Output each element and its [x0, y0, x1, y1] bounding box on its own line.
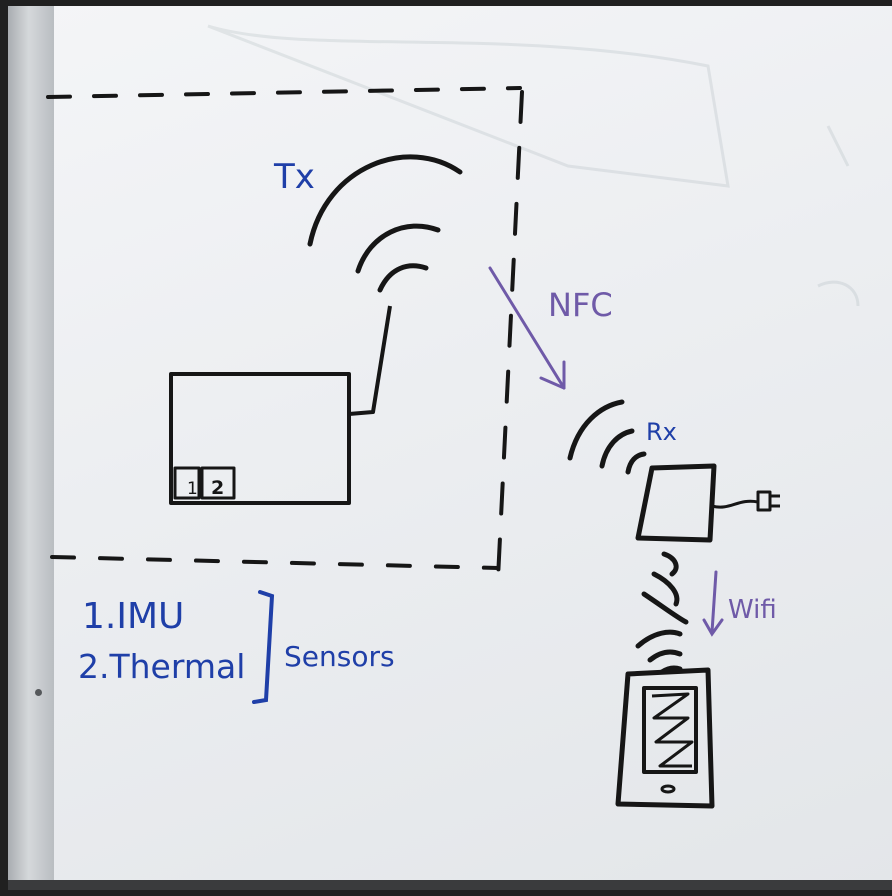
power-plug-icon — [711, 490, 780, 512]
nfc-label: NFC — [548, 286, 613, 324]
rx-device-box — [635, 463, 717, 543]
smartphone-icon — [615, 667, 715, 809]
wifi-arrow — [702, 570, 724, 637]
sensors-group-label: Sensors — [284, 640, 395, 673]
sensor-1-label: 1.IMU — [82, 596, 184, 637]
phone-signal-waves-icon — [635, 629, 683, 675]
slot-2-label: 2 — [211, 477, 224, 499]
whiteboard-bottom-edge — [8, 880, 892, 890]
signal-waves-icon — [307, 154, 463, 293]
sensor-2-label: 2.Thermal — [78, 647, 245, 686]
antenna-icon — [348, 305, 392, 416]
rail-screw — [35, 689, 42, 696]
tx-device — [169, 305, 392, 505]
ghost-markings — [207, 24, 860, 307]
nfc-arrow — [488, 266, 566, 390]
rx-label: Rx — [646, 418, 677, 446]
whiteboard-frame-rail — [8, 6, 54, 890]
rx-device — [635, 463, 780, 543]
whiteboard: 1 2 Tx NFC Rx — [8, 6, 892, 890]
slot-2 — [200, 466, 236, 500]
whiteboard-drawing: 1 2 Tx NFC Rx — [46, 24, 860, 809]
rx-signal-waves-icon — [567, 399, 647, 475]
tx-device-box — [169, 372, 351, 505]
wifi-signal-waves-icon — [641, 551, 689, 625]
dashed-boundary — [46, 86, 524, 580]
slot-1 — [173, 466, 201, 500]
tx-label: Tx — [273, 157, 315, 197]
wifi-label: Wifi — [728, 595, 777, 625]
sensor-bracket — [252, 590, 275, 704]
slot-1-label: 1 — [187, 479, 198, 499]
